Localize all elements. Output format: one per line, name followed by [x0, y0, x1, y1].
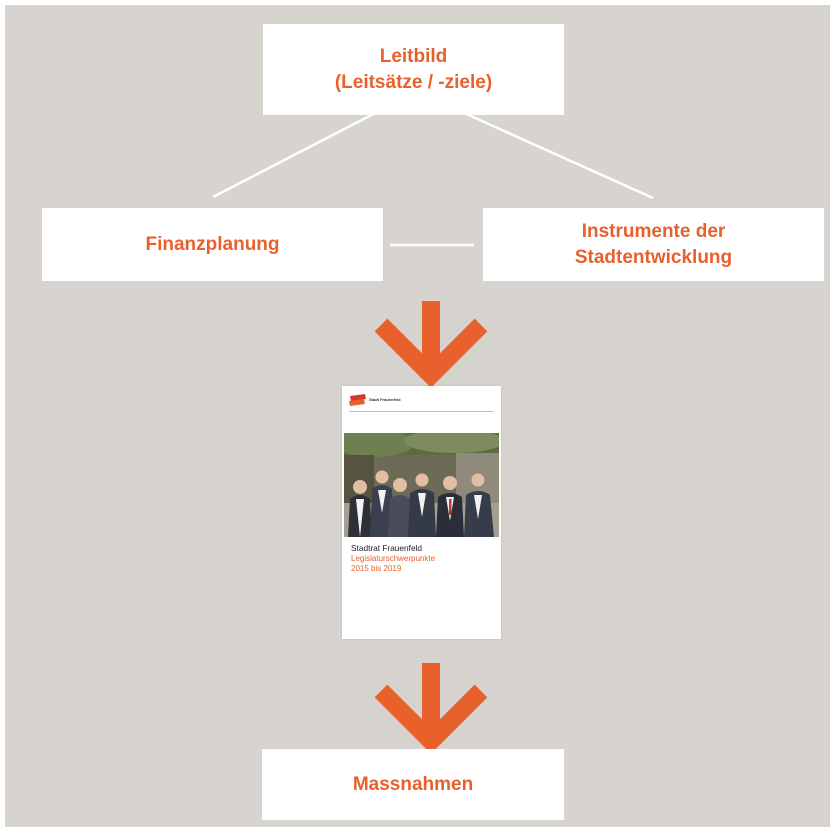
leitbild-subtitle: (Leitsätze / -ziele) [334, 71, 493, 93]
arrow-down-icon [374, 663, 488, 754]
massnahmen-label: Massnahmen [352, 773, 474, 795]
connector-leitbild-instrumente [441, 101, 654, 200]
city-logo-icon [349, 394, 366, 406]
stadtentwicklung-line2: Stadtentwicklung [574, 246, 733, 268]
massnahmen-box: Massnahmen [262, 749, 564, 820]
connector-lines [212, 101, 654, 754]
arrow-down-icon [374, 301, 488, 388]
connector-leitbild-finanzplanung [212, 107, 384, 199]
stadtentwicklung-box: Instrumente der Stadtentwicklung [483, 208, 824, 281]
council-group-photo [344, 433, 499, 537]
finanzplanung-box: Finanzplanung [42, 208, 383, 281]
diagram-canvas: Leitbild (Leitsätze / -ziele) Finanzplan… [5, 5, 830, 827]
legislatur-document-cover: Stadt Frauenfeld [342, 386, 501, 639]
leitbild-box: Leitbild (Leitsätze / -ziele) [263, 24, 564, 115]
document-rule [349, 411, 494, 412]
document-subtitle-line2: 2015 bis 2019 [351, 564, 402, 573]
document-title: Stadtrat Frauenfeld [351, 543, 423, 553]
document-logo-text: Stadt Frauenfeld [369, 397, 401, 402]
document-subtitle-line1: Legislaturschwerpunkte [351, 554, 436, 563]
finanzplanung-label: Finanzplanung [145, 233, 280, 255]
leitbild-title: Leitbild [379, 45, 448, 67]
stadtentwicklung-line1: Instrumente der [581, 220, 726, 242]
